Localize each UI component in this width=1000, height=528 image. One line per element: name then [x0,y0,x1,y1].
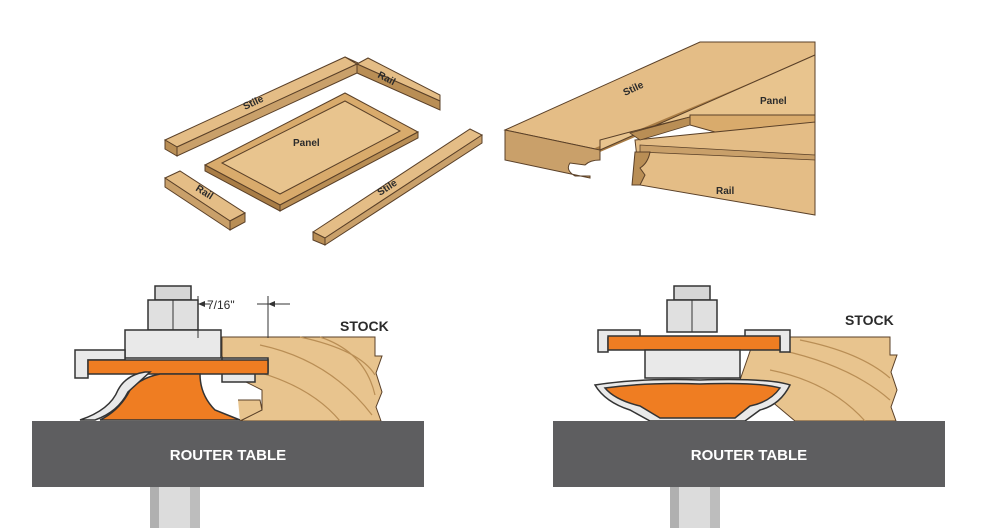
stock-label-right: STOCK [845,312,894,328]
router-table-left [32,421,424,487]
rail-top-board [344,56,441,111]
router-table-right [553,421,945,487]
joint-detail-view: Stile Panel Rail [503,41,816,216]
dimension-marker: 7/16" [197,296,290,338]
arbor-nut-right [666,285,718,333]
arbor-nut-left [124,285,222,359]
router-table-label-left: ROUTER TABLE [170,447,286,464]
router-setup-right: STOCK ROUTER TABLE [553,285,945,528]
router-table-label-right: ROUTER TABLE [691,447,807,464]
cutter-bit-left [74,349,269,421]
stile-right-board [311,128,484,246]
exploded-frame-panel-view: Stile Rail Panel Rail Stile [163,56,484,246]
panel-label: Panel [293,138,320,149]
stock-label-left: STOCK [340,318,389,334]
cutter-bit-right [593,329,792,422]
panel-board [203,92,420,212]
dimension-label: 7/16" [207,298,235,312]
joint-panel-label: Panel [760,96,787,107]
joint-rail-label: Rail [716,186,735,197]
rail-left-board [163,170,246,231]
router-setup-left: 7/16" STOCK ROUTER TABLE [32,285,424,528]
